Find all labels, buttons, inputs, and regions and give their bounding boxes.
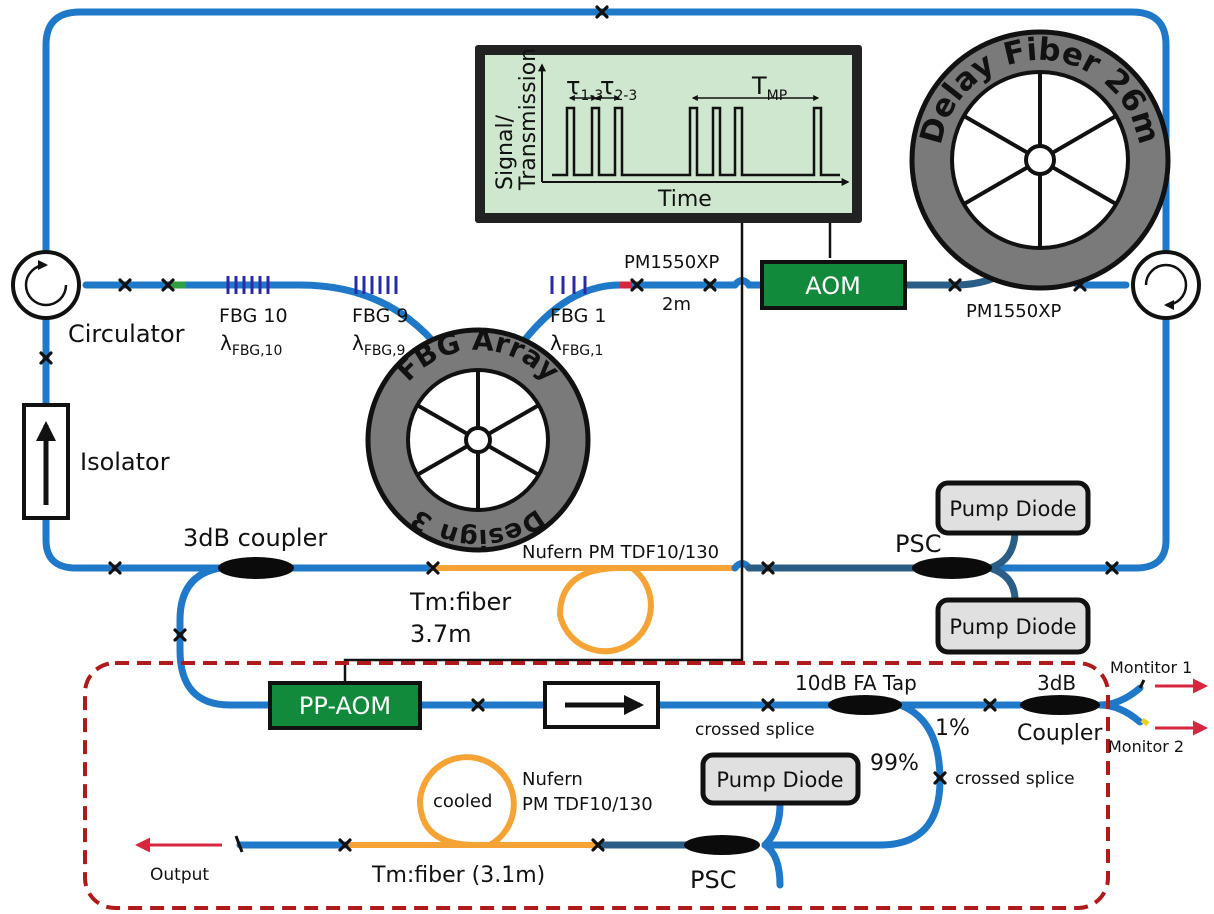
monitor1-label: Montitor 1 <box>1110 658 1192 677</box>
crossed-splice-label-1: crossed splice <box>695 720 815 740</box>
fbg10-name: FBG 10 <box>219 305 288 327</box>
pm1550-top-label: PM1550XP <box>624 252 720 273</box>
isolator-amplifier <box>543 681 660 729</box>
pump-diode-amplifier-label: Pump Diode <box>716 768 843 792</box>
fbg10-lambda-sub: FBG,10 <box>232 343 283 359</box>
svg-text:τ2-3: τ2-3 <box>600 72 637 104</box>
isolator-label: Isolator <box>80 448 170 476</box>
svg-text:Signal/: Signal/ <box>493 114 518 190</box>
fbg9-lambda-sub: FBG,9 <box>364 343 406 359</box>
cooled-label: cooled <box>433 791 492 812</box>
signal-label: Signal/ <box>493 114 518 190</box>
ninety-nine-label: 99% <box>870 751 919 776</box>
svg-text:Transmission: Transmission <box>516 48 541 191</box>
delay-fiber-spool: Delay Fiber 26m <box>909 29 1171 291</box>
amplifier-dashed-boundary <box>83 661 1110 910</box>
svg-text:λFBG,1: λFBG,1 <box>550 331 603 359</box>
pp-aom-label: PP-AOM <box>299 692 391 720</box>
aom-box: AOM <box>760 260 907 310</box>
coupler-3db-monitor-label-2: Coupler <box>1017 721 1103 746</box>
fbg10-lambda: λ <box>220 331 232 355</box>
tap-coupler <box>828 695 902 715</box>
fbg1-lambda-sub: FBG,1 <box>562 343 604 359</box>
svg-text:λFBG,10: λFBG,10 <box>220 331 282 359</box>
fbg-labels: FBG 10 λFBG,10 FBG 9 λFBG,9 FBG 1 λFBG,1 <box>219 305 606 359</box>
pp-aom-box: PP-AOM <box>268 681 422 730</box>
tau13-symbol: τ <box>566 72 580 100</box>
psc-amplifier <box>684 835 760 855</box>
tau23-sub: 2-3 <box>614 88 637 104</box>
pm1550-right-label: PM1550XP <box>966 301 1062 322</box>
fbg-10-grating <box>226 276 270 294</box>
tm-length-label: 3.7m <box>410 620 472 648</box>
transmission-label: Transmission <box>516 48 541 191</box>
tap-label: 10dB FA Tap <box>795 671 917 695</box>
tmp-symbol: T <box>751 72 767 100</box>
fbg9-lambda: λ <box>352 331 364 355</box>
pump-diode-bottom: Pump Diode <box>935 597 1091 655</box>
output-label: Output <box>150 865 209 885</box>
pump-diode-top: Pump Diode <box>935 480 1091 536</box>
circulator-right <box>1131 250 1201 320</box>
circulator-left <box>11 250 81 320</box>
isolator-ring <box>22 403 70 520</box>
electrical-lines <box>343 220 832 682</box>
psc-top-label: PSC <box>895 530 941 558</box>
svg-text:λFBG,9: λFBG,9 <box>352 331 405 359</box>
coupler-3db-monitor-label-1: 3dB <box>1037 671 1076 695</box>
svg-text:TMP: TMP <box>751 72 787 104</box>
crossed-splice-label-2: crossed splice <box>955 769 1075 789</box>
coupler-3db-ring <box>218 557 294 579</box>
circulator-label: Circulator <box>68 320 185 348</box>
fbg-1-grating <box>550 276 587 294</box>
fbg1-name: FBG 1 <box>550 305 606 327</box>
two-m-label: 2m <box>662 294 691 315</box>
monitor2-label: Monitor 2 <box>1108 737 1184 756</box>
one-percent-label: 1% <box>935 716 970 741</box>
psc-ring <box>912 557 992 579</box>
tm-fiber-label: Tm:fiber <box>409 588 511 616</box>
fbg-9-grating <box>354 276 398 294</box>
nufern-bottom-label-1: Nufern <box>522 769 583 790</box>
pulse-trace <box>552 106 840 177</box>
tm-fiber-bottom-label: Tm:fiber (3.1m) <box>371 863 545 888</box>
coupler-3db-label: 3dB coupler <box>183 524 327 552</box>
svg-text:τ1-3: τ1-3 <box>566 72 603 104</box>
nufern-bottom-label-2: PM TDF10/130 <box>522 794 653 815</box>
psc-bottom-label: PSC <box>690 866 736 894</box>
nufern-top-label: Nufern PM TDF10/130 <box>522 542 719 563</box>
coupler-3db-monitor <box>1020 695 1100 715</box>
tau23-symbol: τ <box>600 72 614 100</box>
pump-diode-bottom-label: Pump Diode <box>949 615 1076 639</box>
fbg9-name: FBG 9 <box>352 305 408 327</box>
signal-screen: Signal/ Transmission Time τ1-3 τ2-3 TMP <box>475 45 862 223</box>
pump-diode-top-label: Pump Diode <box>949 497 1076 521</box>
tmp-sub: MP <box>767 88 788 104</box>
fbg1-lambda: λ <box>550 331 562 355</box>
tau13-sub: 1-3 <box>580 88 603 104</box>
time-label: Time <box>657 187 712 212</box>
pump-diode-amplifier: Pump Diode <box>700 752 861 806</box>
monitor-outputs <box>135 678 1208 853</box>
aom-label: AOM <box>805 272 861 300</box>
